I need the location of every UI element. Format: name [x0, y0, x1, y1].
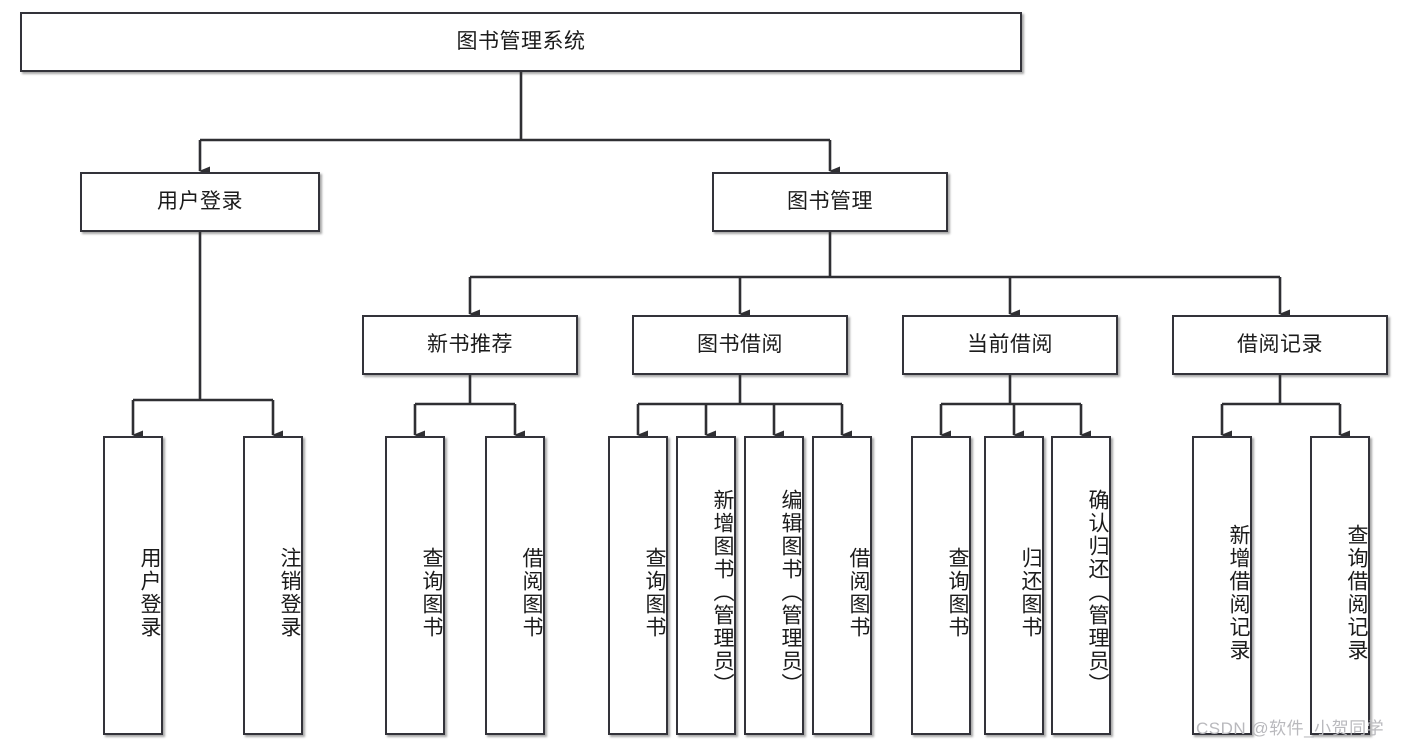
- node-root[interactable]: 图书管理系统: [20, 12, 1022, 72]
- node-leaf-user-logout[interactable]: 注销登录: [243, 436, 303, 735]
- node-leaf-query-borrow-record-label: 查询借阅记录: [1345, 523, 1368, 662]
- node-leaf-user-login[interactable]: 用户登录: [103, 436, 163, 735]
- node-leaf-add-borrow-record-label: 新增借阅记录: [1227, 523, 1250, 662]
- node-leaf-add-book-admin-label: 新增图书（管理员）: [711, 489, 734, 696]
- node-leaf-query-book-current-label: 查询图书: [946, 546, 969, 639]
- node-leaf-borrow-book-rec-label: 借阅图书: [520, 546, 543, 639]
- csdn-watermark: CSDN @软件_小贺同学: [1196, 719, 1385, 738]
- node-current-borrow[interactable]: 当前借阅: [902, 315, 1118, 375]
- node-book-borrow[interactable]: 图书借阅: [632, 315, 848, 375]
- node-leaf-return-book[interactable]: 归还图书: [984, 436, 1044, 735]
- node-leaf-borrow-book-rec[interactable]: 借阅图书: [485, 436, 545, 735]
- node-leaf-borrow-book[interactable]: 借阅图书: [812, 436, 872, 735]
- node-leaf-query-book-rec[interactable]: 查询图书: [385, 436, 445, 735]
- node-leaf-query-borrow-record[interactable]: 查询借阅记录: [1310, 436, 1370, 735]
- node-leaf-return-book-label: 归还图书: [1019, 546, 1042, 639]
- node-leaf-user-logout-label: 注销登录: [278, 546, 301, 639]
- node-user-login[interactable]: 用户登录: [80, 172, 320, 232]
- node-leaf-query-book-borrow-label: 查询图书: [643, 546, 666, 639]
- node-borrow-record[interactable]: 借阅记录: [1172, 315, 1388, 375]
- node-new-book-recommend[interactable]: 新书推荐: [362, 315, 578, 375]
- node-user-login-label: 用户登录: [157, 190, 243, 214]
- node-leaf-query-book-current[interactable]: 查询图书: [911, 436, 971, 735]
- node-book-borrow-label: 图书借阅: [697, 333, 783, 357]
- node-leaf-query-book-rec-label: 查询图书: [420, 546, 443, 639]
- node-leaf-confirm-return-admin-label: 确认归还（管理员）: [1086, 489, 1109, 696]
- node-book-management[interactable]: 图书管理: [712, 172, 948, 232]
- node-book-management-label: 图书管理: [787, 190, 873, 214]
- node-leaf-add-borrow-record[interactable]: 新增借阅记录: [1192, 436, 1252, 735]
- node-leaf-confirm-return-admin[interactable]: 确认归还（管理员）: [1051, 436, 1111, 735]
- node-borrow-record-label: 借阅记录: [1237, 333, 1323, 357]
- node-leaf-user-login-label: 用户登录: [138, 546, 161, 639]
- node-root-label: 图书管理系统: [456, 30, 586, 54]
- node-new-book-recommend-label: 新书推荐: [427, 333, 513, 357]
- node-leaf-add-book-admin[interactable]: 新增图书（管理员）: [676, 436, 736, 735]
- node-leaf-query-book-borrow[interactable]: 查询图书: [608, 436, 668, 735]
- node-leaf-borrow-book-label: 借阅图书: [847, 546, 870, 639]
- node-leaf-edit-book-admin-label: 编辑图书（管理员）: [779, 489, 802, 696]
- node-current-borrow-label: 当前借阅: [967, 333, 1053, 357]
- node-leaf-edit-book-admin[interactable]: 编辑图书（管理员）: [744, 436, 804, 735]
